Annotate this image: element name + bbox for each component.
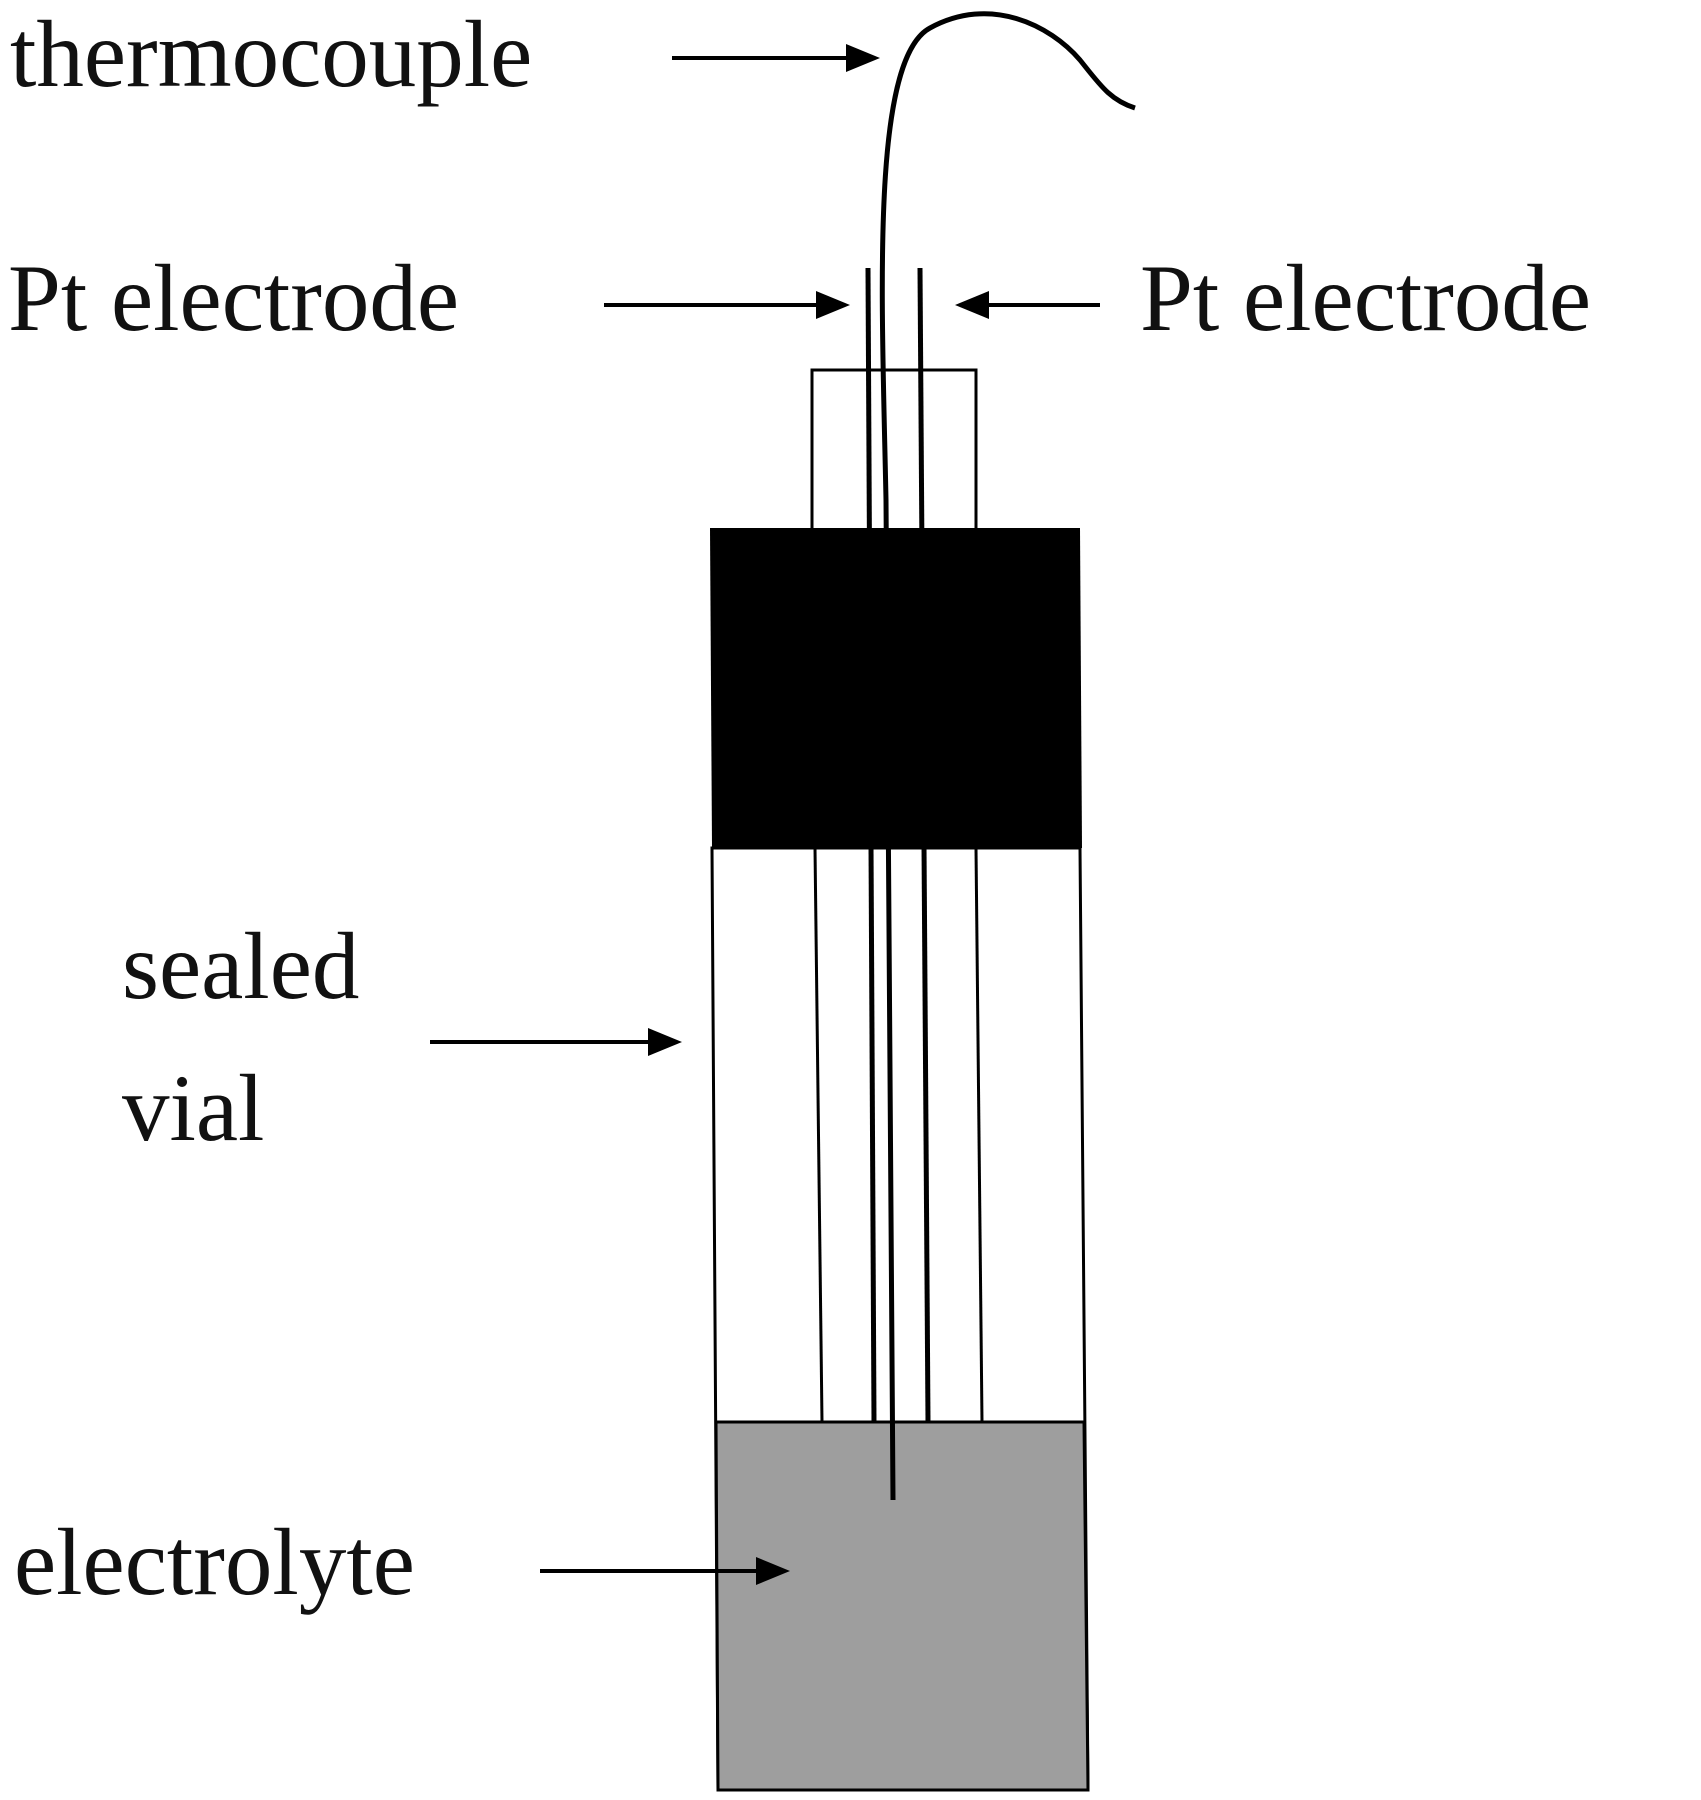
- tube-top-stub: [810, 368, 978, 534]
- thermocouple-label: thermocouple: [10, 1, 532, 107]
- inner-tube-left-wall: [813, 847, 824, 1423]
- sealed-vial-label-line1: sealed: [122, 913, 359, 1019]
- electrolyte-arrow: [540, 1557, 790, 1585]
- pt-electrode-right-arrow: [955, 291, 1100, 319]
- inner-tube-right-wall: [974, 847, 984, 1423]
- vial-cap: [710, 528, 1082, 848]
- pt-electrode-wire-left: [865, 267, 877, 1423]
- pt-electrode-wire-right: [917, 267, 931, 1423]
- sealed-vial-label-line2: vial: [122, 1055, 264, 1161]
- pt-electrode-left-arrow: [604, 291, 850, 319]
- electrolyte-label: electrolyte: [14, 1509, 415, 1615]
- pt-electrode-left-label: Pt electrode: [8, 245, 459, 351]
- thermocouple-wire: [879, 11, 1136, 1501]
- electrolyte-liquid: [714, 1420, 1090, 1792]
- sealed-vial-arrow: [430, 1028, 682, 1056]
- thermocouple-arrow: [672, 44, 880, 72]
- pt-electrode-right-label: Pt electrode: [1140, 245, 1591, 351]
